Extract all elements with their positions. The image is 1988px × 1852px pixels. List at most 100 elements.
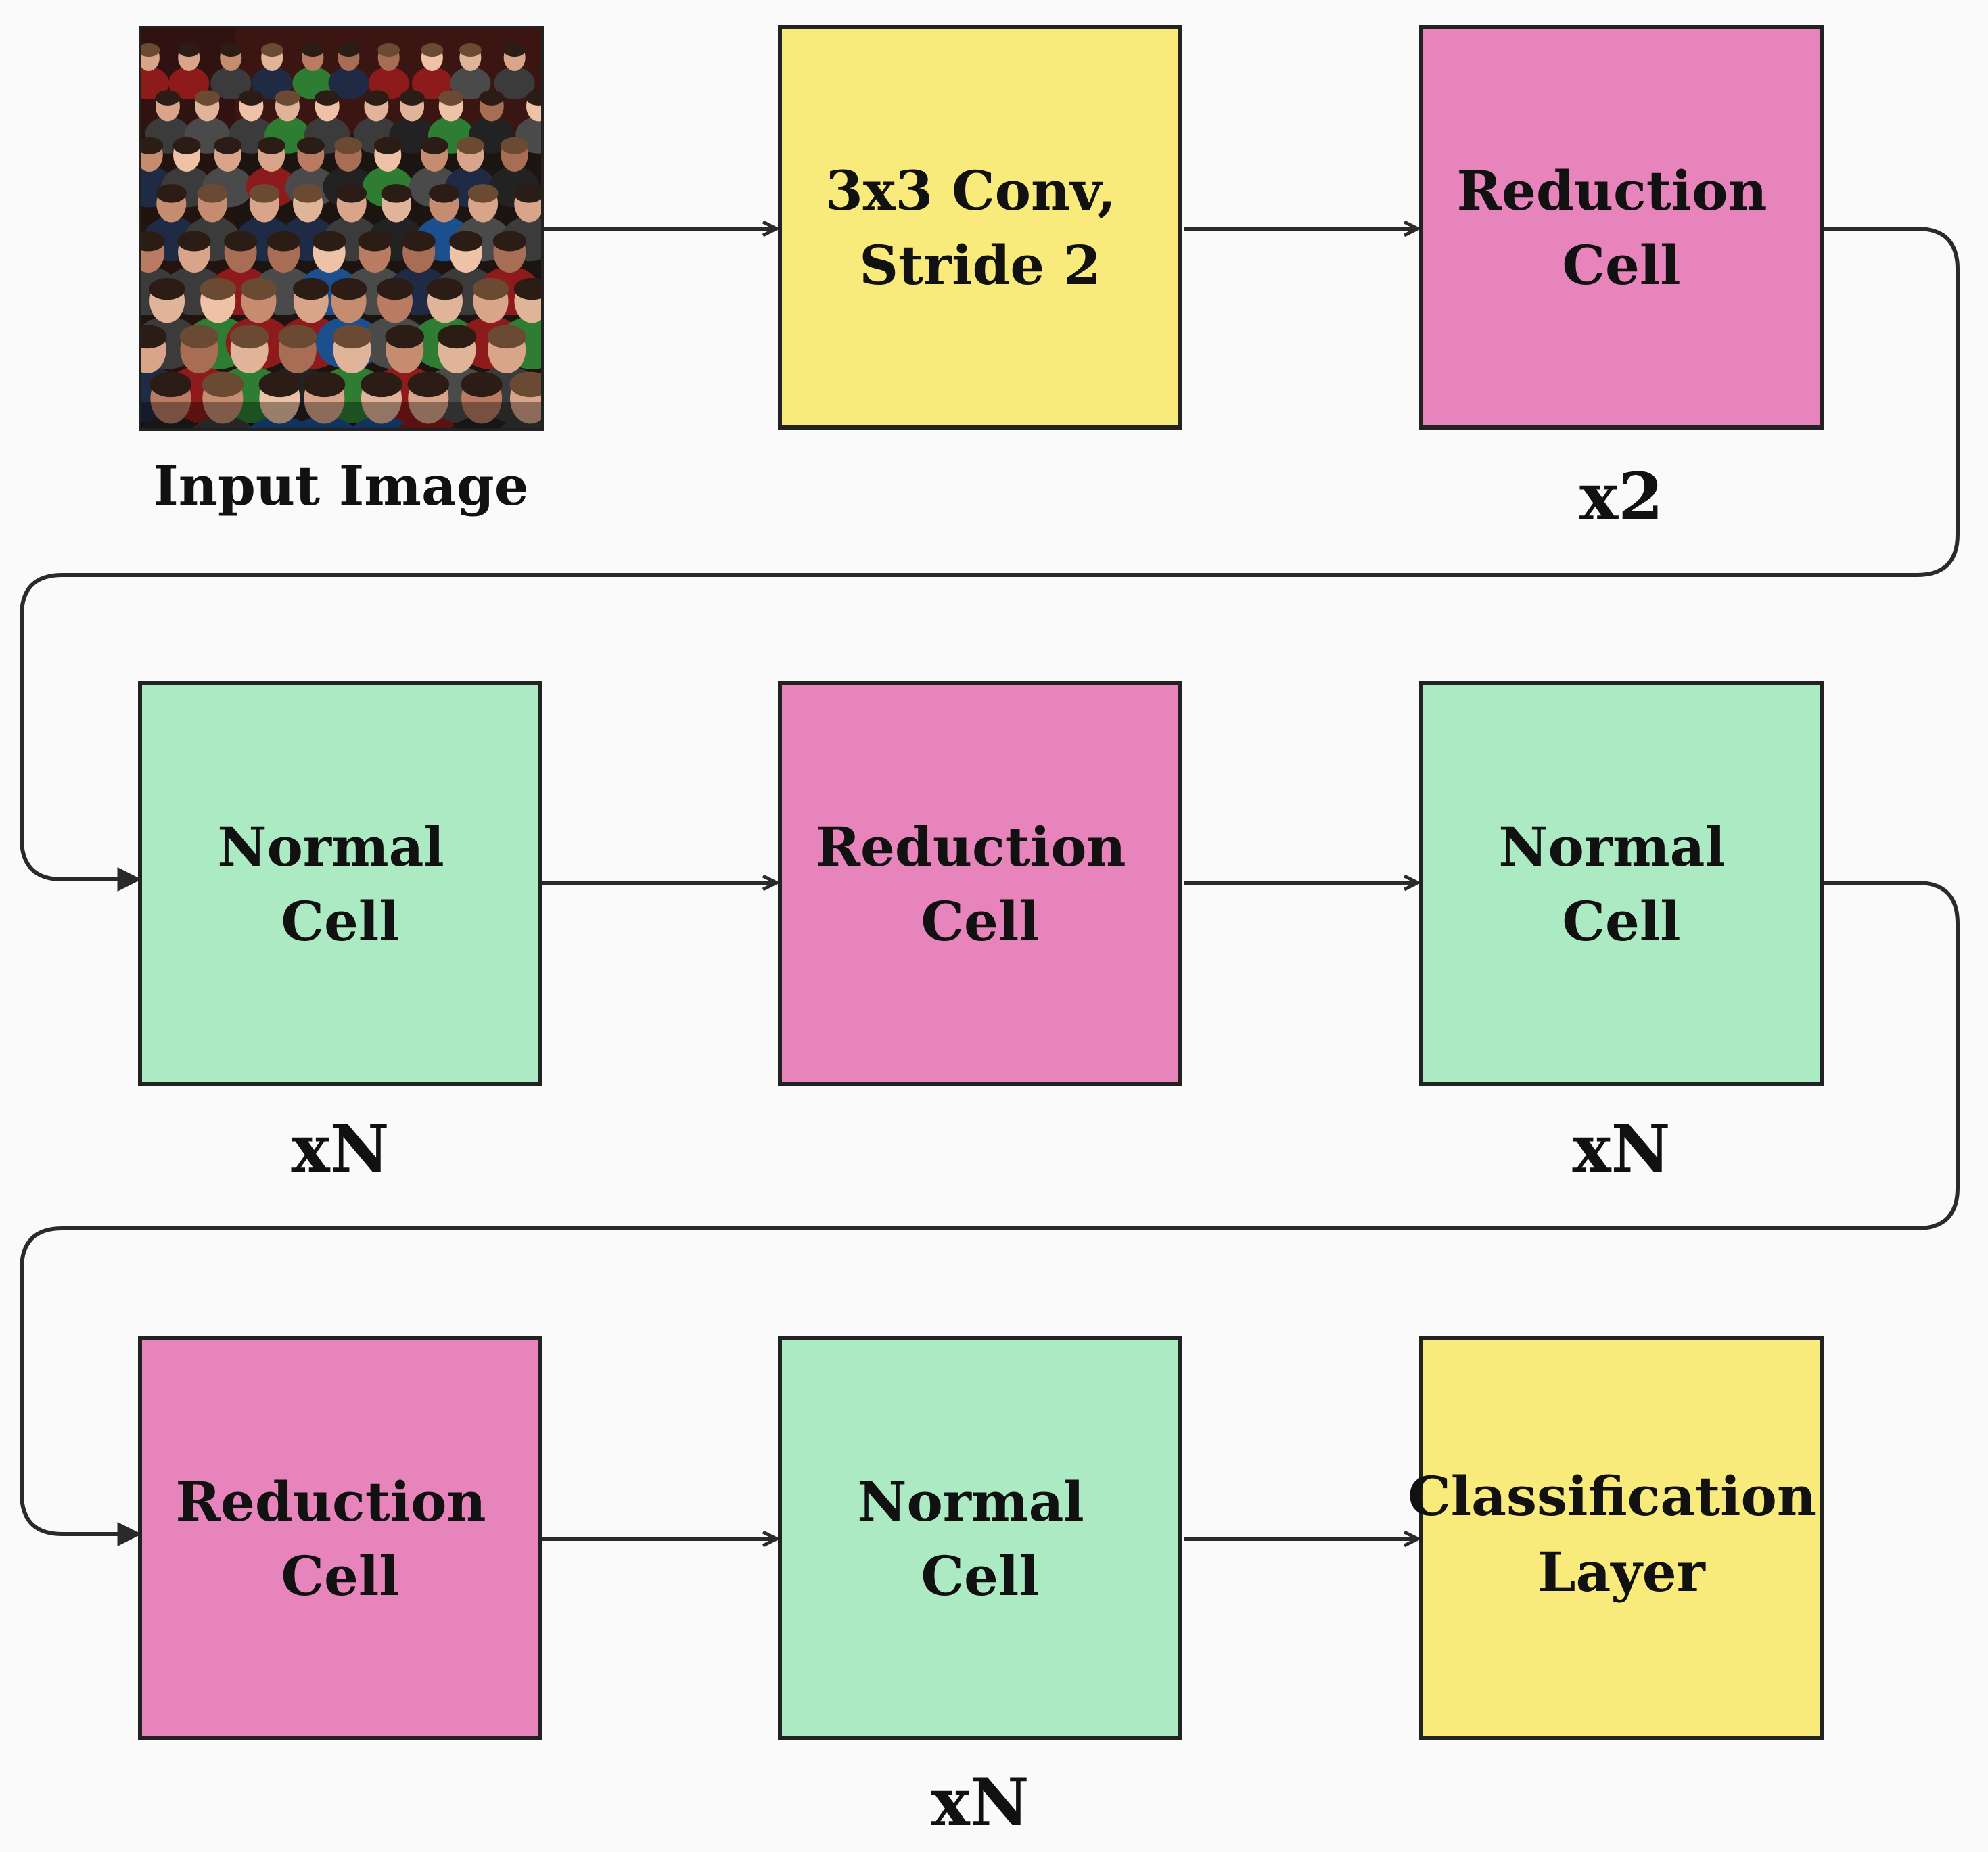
crowd-hair xyxy=(467,184,499,203)
crowd-hair xyxy=(438,90,464,106)
crowd-hair xyxy=(200,277,236,300)
crowd-hair xyxy=(302,43,324,57)
crowd-body xyxy=(328,67,369,99)
classification-box xyxy=(1419,1336,1824,1740)
crowd-hair xyxy=(428,184,459,203)
reduction-3-label-line-1: Reduction xyxy=(176,1470,486,1533)
crowd-hair xyxy=(275,90,300,106)
normal-3-multiplier: xN xyxy=(931,1764,1030,1841)
crowd-hair xyxy=(315,90,340,106)
crowd-hair xyxy=(156,184,187,203)
arrow-reduction-1-to-normal-1 xyxy=(20,227,1960,892)
classification-label-line-1: Classification xyxy=(1408,1464,1816,1528)
reduction-1-label-line-2: Cell xyxy=(1562,233,1680,297)
crowd-hair xyxy=(240,277,277,300)
crowd-hair xyxy=(501,137,529,154)
crowd-hair xyxy=(177,231,211,252)
normal-1-label-line-2: Cell xyxy=(281,889,399,953)
crowd-hair xyxy=(278,325,317,349)
crowd-hair xyxy=(267,231,301,252)
crowd-hair xyxy=(492,231,526,252)
crowd-hair xyxy=(377,43,400,57)
conv-box xyxy=(778,25,1182,430)
crowd-hair xyxy=(140,325,167,349)
crowd-hair xyxy=(336,184,367,203)
crowd-hair xyxy=(437,325,477,349)
crowd-hair xyxy=(179,325,219,349)
crowd-hair xyxy=(487,325,526,349)
crowd-hair xyxy=(313,231,346,252)
crowd-hair xyxy=(385,325,424,349)
block-classification: Classification Layer xyxy=(1408,1336,1824,1740)
svg-text:Reduction Cell: Reduction Cell xyxy=(176,1470,505,1608)
normal-3-label-line-2: Cell xyxy=(921,1544,1039,1608)
normal-2-label-line-2: Cell xyxy=(1562,889,1680,953)
block-reduction-1: Reduction Cell x2 xyxy=(1419,25,1824,535)
crowd-hair xyxy=(194,90,220,106)
crowd-hair xyxy=(513,184,542,203)
crowd-hair xyxy=(461,371,503,398)
crowd-hair xyxy=(140,43,160,57)
crowd-hair xyxy=(257,137,285,154)
block-normal-2: Normal Cell xN xyxy=(1419,681,1824,1187)
crowd-hair xyxy=(224,231,258,252)
arrow-normal-2-to-reduction-3 xyxy=(20,881,1960,1546)
crowd-hair xyxy=(229,325,269,349)
crowd-hair xyxy=(332,325,372,349)
crowd-hair xyxy=(361,371,402,398)
crowd-hair xyxy=(456,137,484,154)
crowd-body xyxy=(168,67,210,99)
conv-label-line-2: Stride 2 xyxy=(859,233,1101,297)
crowd-hair xyxy=(172,137,201,154)
crowd-body xyxy=(411,67,453,99)
crowd-hair xyxy=(292,184,323,203)
crowd-photo xyxy=(140,27,542,430)
block-normal-1: Normal Cell xN xyxy=(138,681,542,1187)
crowd-hair xyxy=(140,231,165,252)
reduction-2-label-line-2: Cell xyxy=(921,889,1039,953)
crowd-hair xyxy=(338,43,360,57)
crowd-hair xyxy=(459,43,482,57)
svg-text:3x3 Conv, Stride 2: 3x3 Conv, Stride 2 xyxy=(825,159,1135,297)
svg-text:Normal Cell: Normal Cell xyxy=(217,815,463,953)
reduction-1-label-line-1: Reduction xyxy=(1457,159,1767,223)
normal-3-box xyxy=(778,1336,1182,1740)
crowd-hair xyxy=(407,371,450,398)
crowd-hair xyxy=(427,277,463,300)
crowd-hair xyxy=(479,90,505,106)
crowd-hair xyxy=(214,137,242,154)
crowd-hair xyxy=(260,43,283,57)
crowd-hair xyxy=(363,90,389,106)
crowd-hair xyxy=(140,137,164,154)
crowd-hair xyxy=(472,277,509,300)
crowd-hair xyxy=(249,184,280,203)
svg-text:Normal Cell: Normal Cell xyxy=(1498,815,1744,953)
classification-label-line-2: Layer xyxy=(1538,1540,1705,1604)
crowd-hair xyxy=(330,277,367,300)
svg-text:Reduction Cell: Reduction Cell xyxy=(1457,159,1786,297)
block-reduction-2: Reduction Cell xyxy=(778,681,1182,1086)
crowd-hair xyxy=(402,231,436,252)
reduction-2-box xyxy=(778,681,1182,1086)
crowd-hair xyxy=(513,277,542,300)
reduction-3-label-line-2: Cell xyxy=(281,1544,399,1608)
crowd-hair xyxy=(377,277,413,300)
reduction-3-box xyxy=(138,1336,542,1740)
crowd-hair xyxy=(219,43,242,57)
reduction-2-label-line-1: Reduction xyxy=(816,815,1126,879)
input-image-caption: Input Image xyxy=(153,454,528,517)
normal-3-label-line-1: Normal xyxy=(857,1470,1084,1533)
reduction-1-box xyxy=(1419,25,1824,430)
crowd-hair xyxy=(293,277,329,300)
normal-2-box xyxy=(1419,681,1824,1086)
crowd-hair xyxy=(238,90,264,106)
crowd-hair xyxy=(155,90,181,106)
crowd-hair xyxy=(358,231,392,252)
crowd-hair xyxy=(373,137,402,154)
normal-2-multiplier: xN xyxy=(1573,1111,1671,1187)
crowd-hair xyxy=(149,371,192,398)
crowd-hair xyxy=(503,43,526,57)
svg-text:Reduction Cell: Reduction Cell xyxy=(816,815,1145,953)
crowd-hair xyxy=(149,277,185,300)
